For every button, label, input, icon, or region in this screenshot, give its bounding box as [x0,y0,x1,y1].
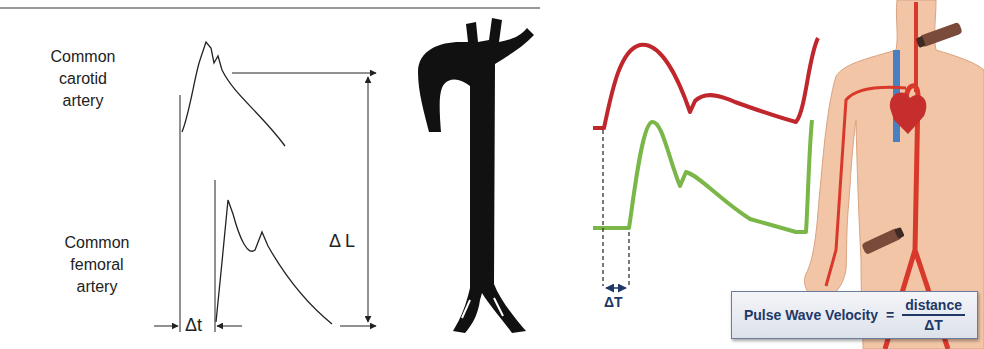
time-marker [628,232,629,286]
dt-arrow [154,326,178,327]
dt-arrow [217,326,242,327]
formula-text: Pulse Wave Velocity [744,307,878,323]
aorta-silhouette [418,18,534,333]
distal-waveform [593,120,812,232]
carotid-waveform [182,42,285,146]
top-rule [0,7,540,8]
vessel-label: Common carotid artery [44,46,122,112]
distance-arrow [232,73,376,74]
distance-arrow [368,77,369,322]
formula-text: distance [902,297,965,316]
time-delay-label: ΔT [604,293,623,311]
heart [890,93,927,134]
formula-box: Pulse Wave Velocity = distanceΔT [731,291,978,339]
proximal-waveform [593,38,818,128]
formula-text: ΔT [924,316,943,333]
distance-arrow [340,326,376,327]
fraction: distanceΔT [902,297,965,333]
formula-text: = [886,307,894,323]
time-line [215,180,216,332]
distance-label: Δ L [329,230,355,252]
carotid-artery [914,2,918,92]
femoral-probe [861,226,905,255]
time-line [180,95,181,332]
dt-arrow [606,287,626,289]
aorta-branch-gap [462,298,503,318]
time-marker [602,130,603,286]
femoral-waveform [216,200,332,324]
vessel-label: Common femoral artery [58,232,136,298]
time-delay-label: Δt [185,314,202,336]
carotid-probe [915,22,962,49]
